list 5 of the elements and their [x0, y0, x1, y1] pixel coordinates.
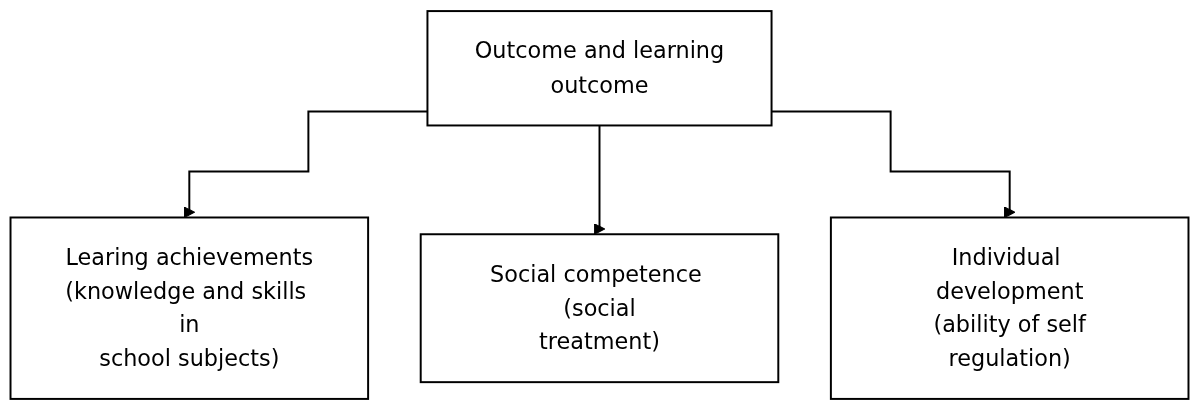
arrow [593, 124, 606, 235]
node-box: Outcome and learning outcome [426, 10, 773, 127]
node-box: Social competence (social treatment) [419, 233, 780, 384]
node-box: Learing achievements (knowledge and skills in school subjects) [9, 216, 370, 400]
node-box: Individual development (ability of self regulation) [829, 216, 1190, 400]
